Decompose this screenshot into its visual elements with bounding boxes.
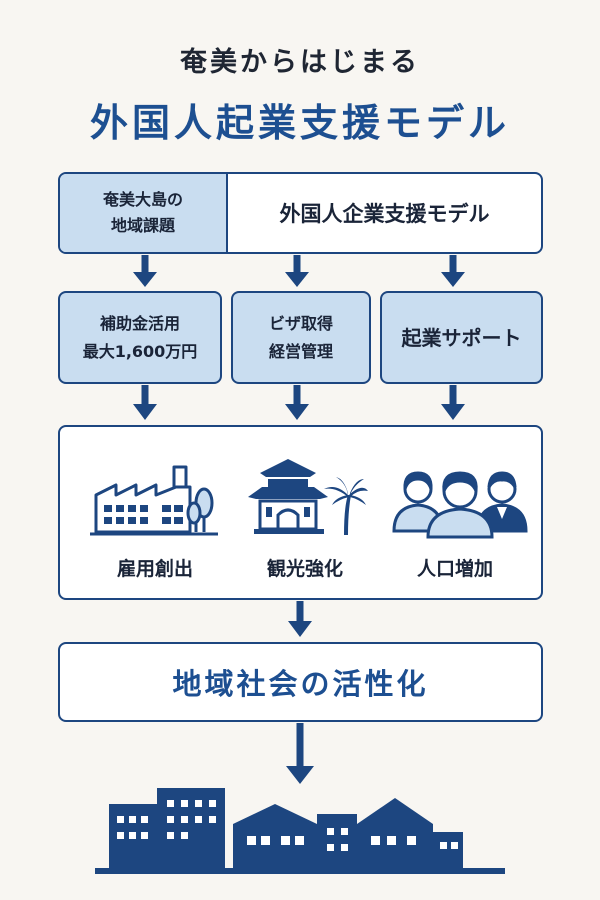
regional-issues-cell: 奄美大島の 地域課題 [60,174,228,252]
impacts-box: 雇用創出 観光強化 人口増加 [58,425,543,600]
result-box: 地域社会の活性化 [58,642,543,722]
arrow-down-icon [285,255,309,287]
factory-icon [90,465,218,536]
arrow-down-icon [286,723,314,784]
top-row-box: 奄美大島の 地域課題 外国人企業支援モデル [58,172,543,254]
arrow-down-icon [441,255,465,287]
impact-label-population: 人口増加 [416,558,493,580]
arrow-down-icon [133,385,157,420]
people-icon [392,471,528,539]
arrow-down-icon [441,385,465,420]
startup-support-box: 起業サポート [380,291,543,384]
visa-box: ビザ取得 経営管理 [231,291,371,384]
arrow-down-icon [133,255,157,287]
page-title: 外国人起業支援モデル [89,101,510,145]
support-model-cell: 外国人企業支援モデル [279,202,490,226]
impact-label-tourism: 観光強化 [266,558,343,580]
palace-palm-icon [248,459,368,535]
arrow-down-icon [288,601,312,637]
arrow-down-icon [285,385,309,420]
subsidy-box: 補助金活用 最大1,600万円 [58,291,222,384]
subtitle: 奄美からはじまる [180,47,420,78]
city-skyline-icon [95,788,505,874]
impact-label-employment: 雇用創出 [116,558,193,580]
